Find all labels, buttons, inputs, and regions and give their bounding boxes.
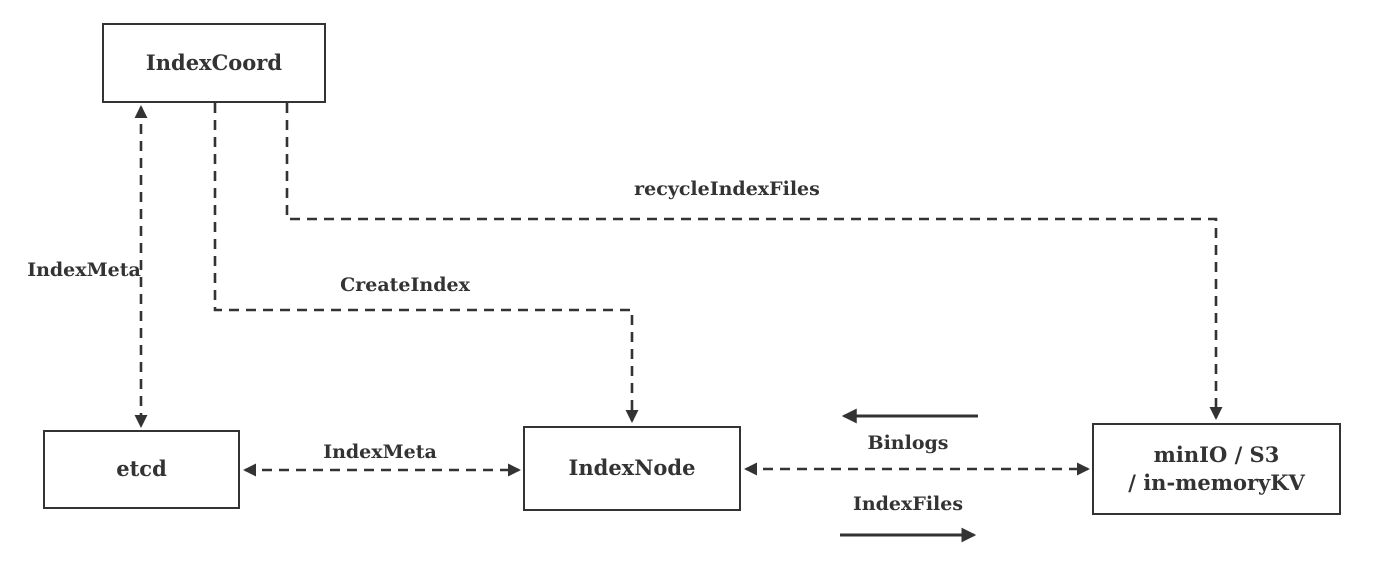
edge-label-indexfiles: IndexFiles [852, 493, 964, 515]
node-etcd: etcd [43, 430, 240, 509]
node-indexnode: IndexNode [523, 426, 741, 511]
node-storage: minIO / S3 / in-memoryKV [1092, 423, 1341, 515]
node-indexcoord: IndexCoord [102, 23, 326, 103]
node-indexnode-label: IndexNode [568, 455, 696, 481]
node-indexcoord-label: IndexCoord [145, 49, 283, 75]
edge-label-recycleindexfiles: recycleIndexFiles [634, 178, 820, 200]
node-storage-label-line2: / in-memoryKV [1128, 470, 1305, 495]
edge-label-indexmeta-vertical: IndexMeta [27, 259, 141, 281]
edge-label-binlogs: Binlogs [867, 432, 949, 454]
node-etcd-label: etcd [116, 456, 167, 482]
edge-indexcoord-storage [285, 103, 1223, 420]
node-storage-label-line1: minIO / S3 [1153, 441, 1280, 467]
edge-label-createindex: CreateIndex [340, 274, 470, 296]
edge-label-indexmeta-horizontal: IndexMeta [323, 441, 437, 463]
edge-indexcoord-indexnode [213, 103, 639, 423]
